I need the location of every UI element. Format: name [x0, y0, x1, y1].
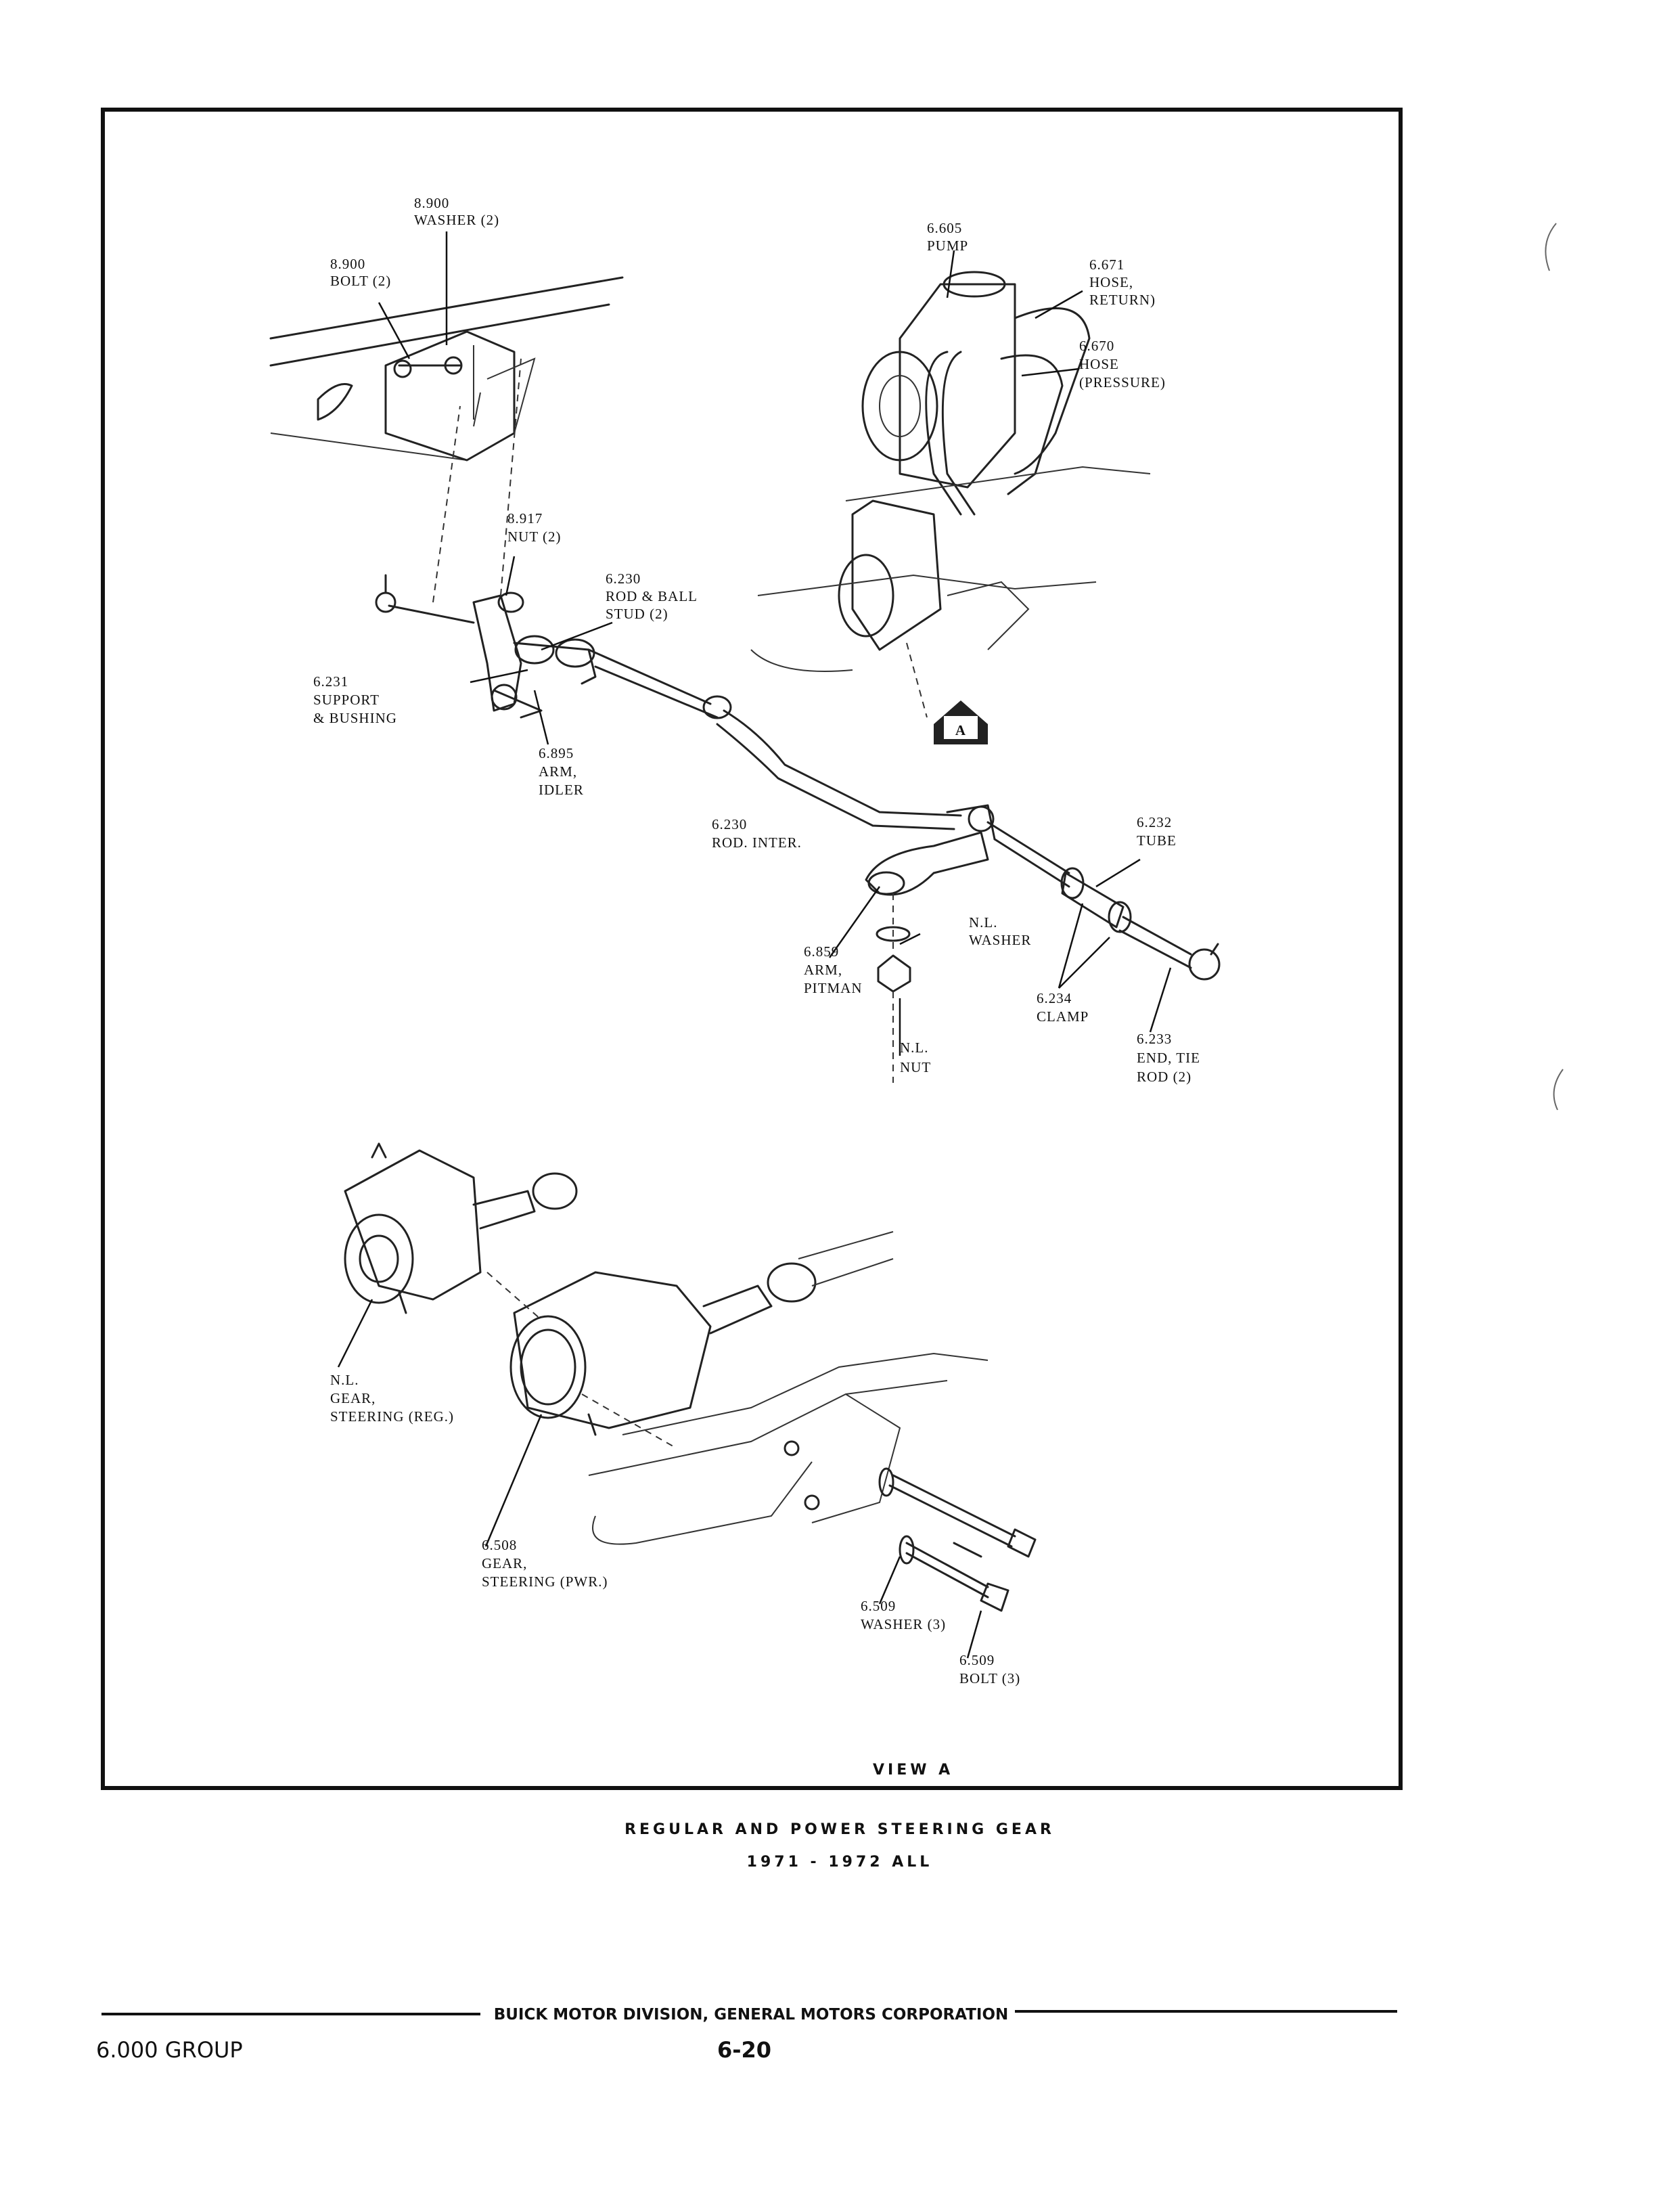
label-washer-6509-number: 6.509	[861, 1598, 896, 1614]
leader-lines	[337, 231, 1172, 1659]
label-rod-ball-number: 6.230	[606, 571, 641, 587]
label-pump-name: PUMP	[927, 238, 968, 254]
label-nut-8917-name: NUT (2)	[507, 529, 562, 545]
steering-gears-drawing	[344, 1142, 1037, 1612]
label-gear-pwr-number: 6.508	[482, 1537, 517, 1553]
label-hose-pressure-line2: (PRESSURE)	[1079, 374, 1166, 390]
label-hose-return-line2: RETURN)	[1089, 292, 1156, 308]
view-a-badge: A	[934, 700, 988, 744]
label-rod-inter-number: 6.230	[712, 816, 747, 832]
label-bolt-6509-number: 6.509	[959, 1652, 995, 1668]
figure-title: REGULAR AND POWER STEERING GEAR	[625, 1821, 1055, 1838]
label-bolt-8900-number: 8.900	[330, 256, 365, 272]
label-hose-pressure-number: 6.670	[1079, 338, 1114, 354]
label-tube-name: TUBE	[1137, 832, 1177, 849]
label-washer-8900-name: WASHER (2)	[414, 212, 499, 228]
label-rod-inter-name: ROD. INTER.	[712, 834, 802, 851]
label-washer-6509-name: WASHER (3)	[861, 1616, 946, 1632]
label-support-number: 6.231	[313, 673, 348, 690]
label-gear-reg-line2: GEAR,	[330, 1390, 376, 1406]
label-gear-pwr-line1: GEAR,	[482, 1555, 527, 1571]
label-nl-washer-line1: N.L.	[969, 914, 998, 931]
label-rod-ball-line2: STUD (2)	[606, 606, 668, 622]
label-support-line1: SUPPORT	[313, 692, 380, 708]
label-clamp-number: 6.234	[1037, 990, 1072, 1006]
label-gear-pwr-line2: STEERING (PWR.)	[482, 1573, 608, 1590]
footer-group: 6.000 GROUP	[96, 2037, 243, 2063]
label-nl-nut-line2: NUT	[900, 1059, 931, 1075]
label-nut-8917-number: 8.917	[507, 510, 543, 527]
label-end-tie-number: 6.233	[1137, 1031, 1172, 1047]
label-hose-return-line1: HOSE,	[1089, 274, 1133, 290]
label-gear-reg-line3: STEERING (REG.)	[330, 1408, 454, 1425]
label-hose-return-number: 6.671	[1089, 256, 1125, 273]
pump-hoses-drawing	[750, 271, 1151, 718]
page-number: 6-20	[717, 2037, 771, 2063]
linkage-drawing	[375, 358, 1221, 1083]
label-arm-idler-number: 6.895	[539, 745, 574, 761]
margin-mark-lower	[1553, 1069, 1564, 1111]
label-arm-pitman-line2: PITMAN	[804, 980, 863, 996]
margin-mark-upper	[1545, 223, 1557, 271]
label-hose-pressure-line1: HOSE	[1079, 356, 1119, 372]
label-pump-number: 6.605	[927, 220, 962, 236]
label-arm-idler-line2: IDLER	[539, 782, 584, 798]
label-nl-nut-line1: N.L.	[900, 1040, 929, 1056]
figure-years: 1971 - 1972 ALL	[747, 1854, 933, 1871]
label-arm-pitman-line1: ARM,	[804, 962, 842, 978]
view-a-label: VIEW A	[873, 1762, 953, 1779]
label-support-line2: & BUSHING	[313, 710, 397, 726]
label-clamp-name: CLAMP	[1037, 1008, 1089, 1025]
part-labels: 8.900 WASHER (2) 8.900 BOLT (2) 6.605 PU…	[313, 195, 1200, 1687]
label-arm-idler-line1: ARM,	[539, 763, 577, 780]
diagram-frame	[101, 108, 1403, 1790]
label-bolt-6509-name: BOLT (3)	[959, 1670, 1020, 1687]
label-bolt-8900-name: BOLT (2)	[330, 273, 391, 289]
label-end-tie-line2: ROD (2)	[1137, 1069, 1191, 1085]
view-a-badge-letter: A	[955, 722, 966, 738]
label-end-tie-line1: END, TIE	[1137, 1050, 1200, 1066]
label-rod-ball-line1: ROD & BALL	[606, 588, 698, 604]
label-nl-washer-line2: WASHER	[969, 932, 1031, 948]
label-tube-number: 6.232	[1137, 814, 1172, 830]
label-gear-reg-line1: N.L.	[330, 1372, 359, 1388]
label-arm-pitman-number: 6.859	[804, 943, 839, 960]
footer-division: BUICK MOTOR DIVISION, GENERAL MOTORS COR…	[494, 2006, 1009, 2024]
label-washer-8900-number: 8.900	[414, 195, 449, 211]
